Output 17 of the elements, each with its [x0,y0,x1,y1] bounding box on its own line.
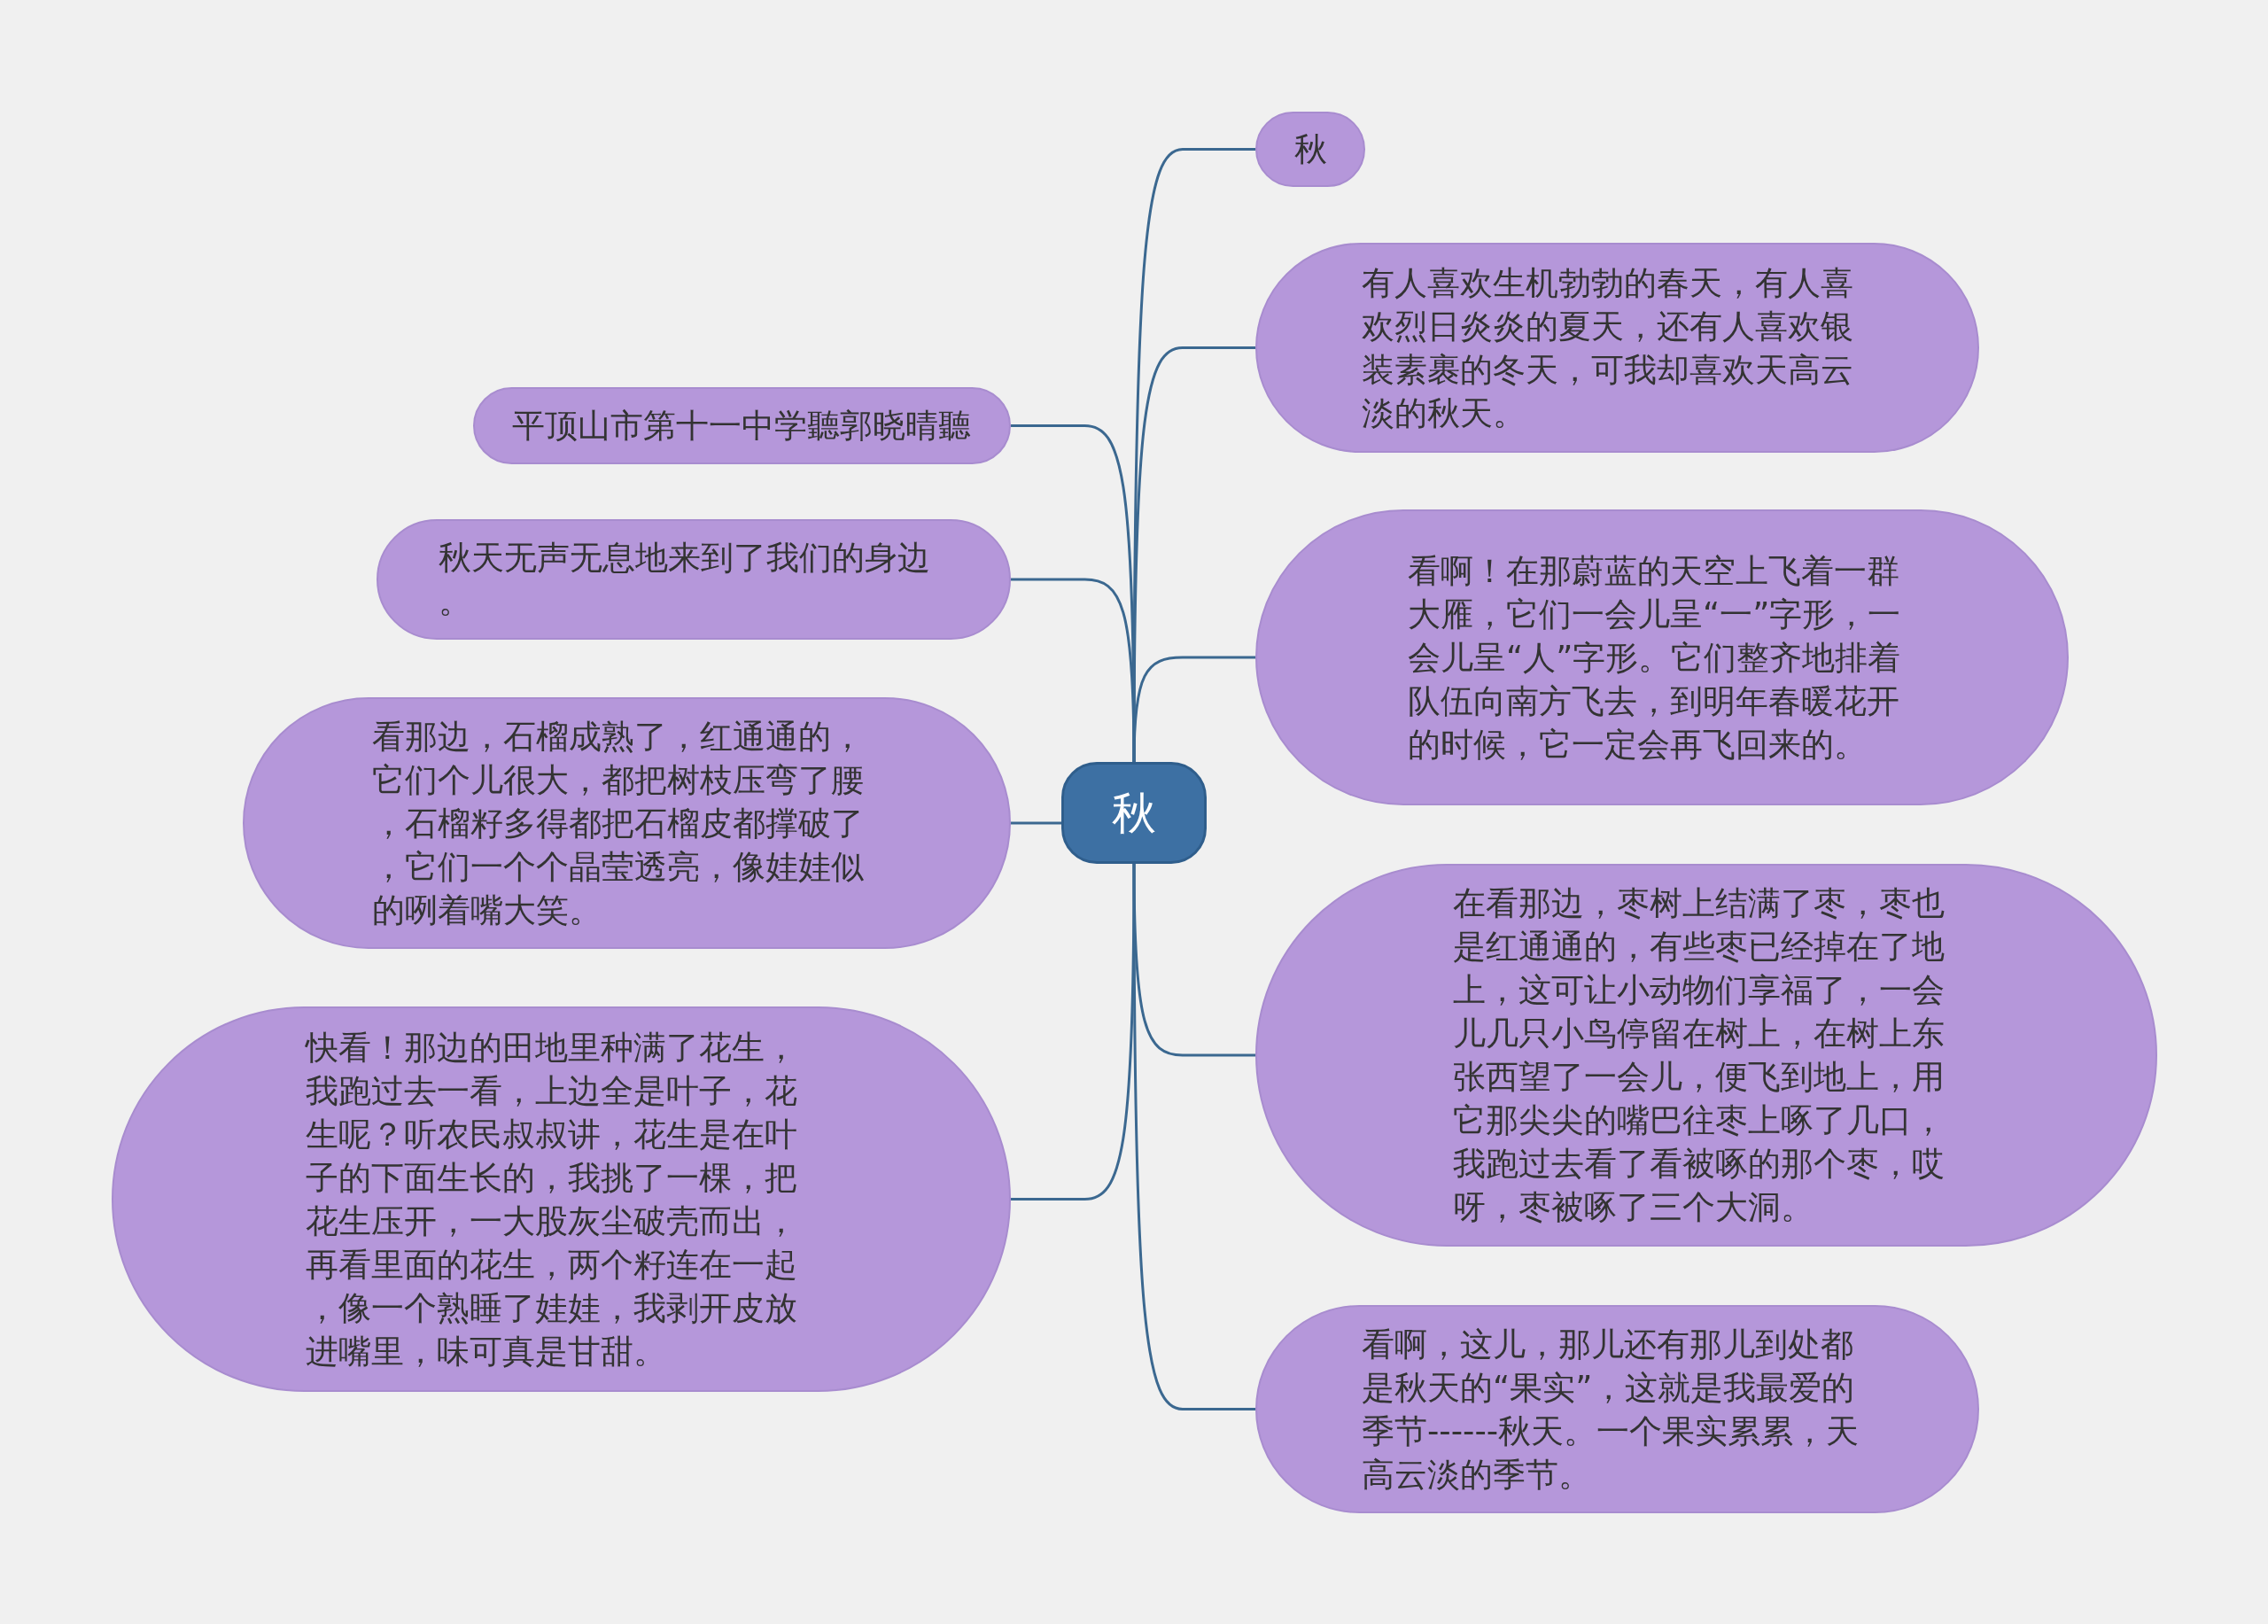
topic-text: 在看那边，枣树上结满了枣，枣也是红通通的，有些枣已经掉在了地上，这可让小动物们享福了，一会儿几只小鸟停留在树上，在树上东张西望了一会儿，便飞到地上，用它那尖尖的嘴巴往枣上啄了几口，我跑过去看了看被啄的那个枣，哎呀，枣被啄了三个大洞。 [1453,883,1946,1228]
topic-text: 看那边，石榴成熟了，红通通的，它们个儿很大，都把树枝压弯了腰，石榴籽多得都把石榴皮都撑破了，它们一个个晶莹透亮，像娃娃似的咧着嘴大笑。 [372,716,865,931]
connector-line [1011,864,1136,1201]
topic-text: 秋 [1112,786,1156,840]
connector-line [1011,821,1061,825]
connector-line [1132,656,1255,763]
connector-line [1132,864,1255,1410]
topic-text: 看啊！在那蔚蓝的天空上飞着一群大雁，它们一会儿呈“一”字形，一会儿呈“人”字形。它们整齐地排着队伍向南方飞去，到明年春暖花开的时候，它一定会再飞回来的。 [1408,550,1902,765]
connector-line [1132,148,1255,762]
topic-text: 快看！那边的田地里种满了花生，我跑过去一看，上边全是叶子，花生呢？听农民叔叔讲，花生是在叶子的下面生长的，我挑了一棵，把花生压开，一大股灰尘破壳而出，再看里面的花生，两个籽连在一起，像一个熟睡了娃娃，我剥开皮放进嘴里，味可真是甘甜。 [306,1027,798,1372]
topic-text: 平顶山市第十一中学聽郭晓晴聽 [512,406,971,447]
topic-text: 有人喜欢生机勃勃的春天，有人喜欢烈日炎炎的夏天，还有人喜欢银装素裹的冬天，可我却喜欢天高云淡的秋天。 [1362,262,1854,434]
central-topic [1061,762,1207,864]
topic-text: 看啊，这儿，那儿还有那儿到处都是秋天的“果实”，这就是我最爱的季节------秋天。一个果实累累，天高云淡的季节。 [1362,1324,1860,1496]
connector-line [1132,346,1255,762]
topic-text: 秋 [1293,129,1327,170]
topic-text: 秋天无声无息地来到了我们的身边。 [439,538,931,622]
